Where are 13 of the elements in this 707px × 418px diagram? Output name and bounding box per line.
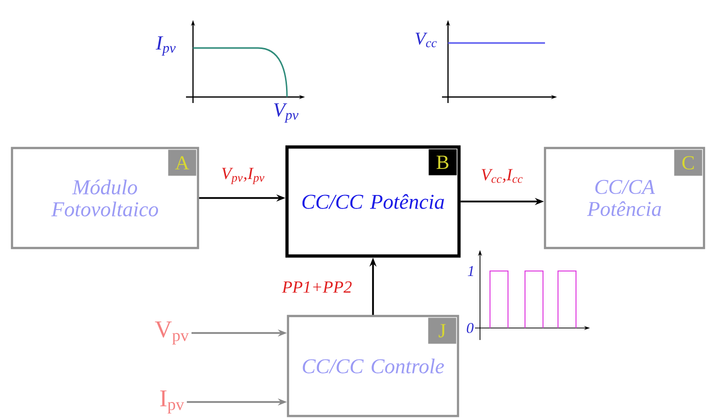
edge-label: PP1+PP2 [282, 281, 352, 293]
axis-label: I$_{pv}$ [156, 36, 176, 56]
signal-label: I$_{pv}$ [160, 390, 184, 414]
corner-badge: B [428, 149, 457, 176]
corner-badge: C [674, 150, 702, 176]
edge-label: V$_{cc}$,I$_{cc}$ [482, 169, 523, 183]
corner-badge: J [428, 318, 456, 344]
axis-label: V$_{pv}$ [274, 103, 298, 123]
corner-badge: A [168, 150, 196, 176]
edge-label: V$_{pv}$,I$_{pv}$ [222, 168, 264, 184]
axis-label: V$_{cc}$ [416, 32, 437, 48]
axis-label: 1 [468, 266, 474, 276]
signal-label: V$_{pv}$ [154, 322, 189, 345]
